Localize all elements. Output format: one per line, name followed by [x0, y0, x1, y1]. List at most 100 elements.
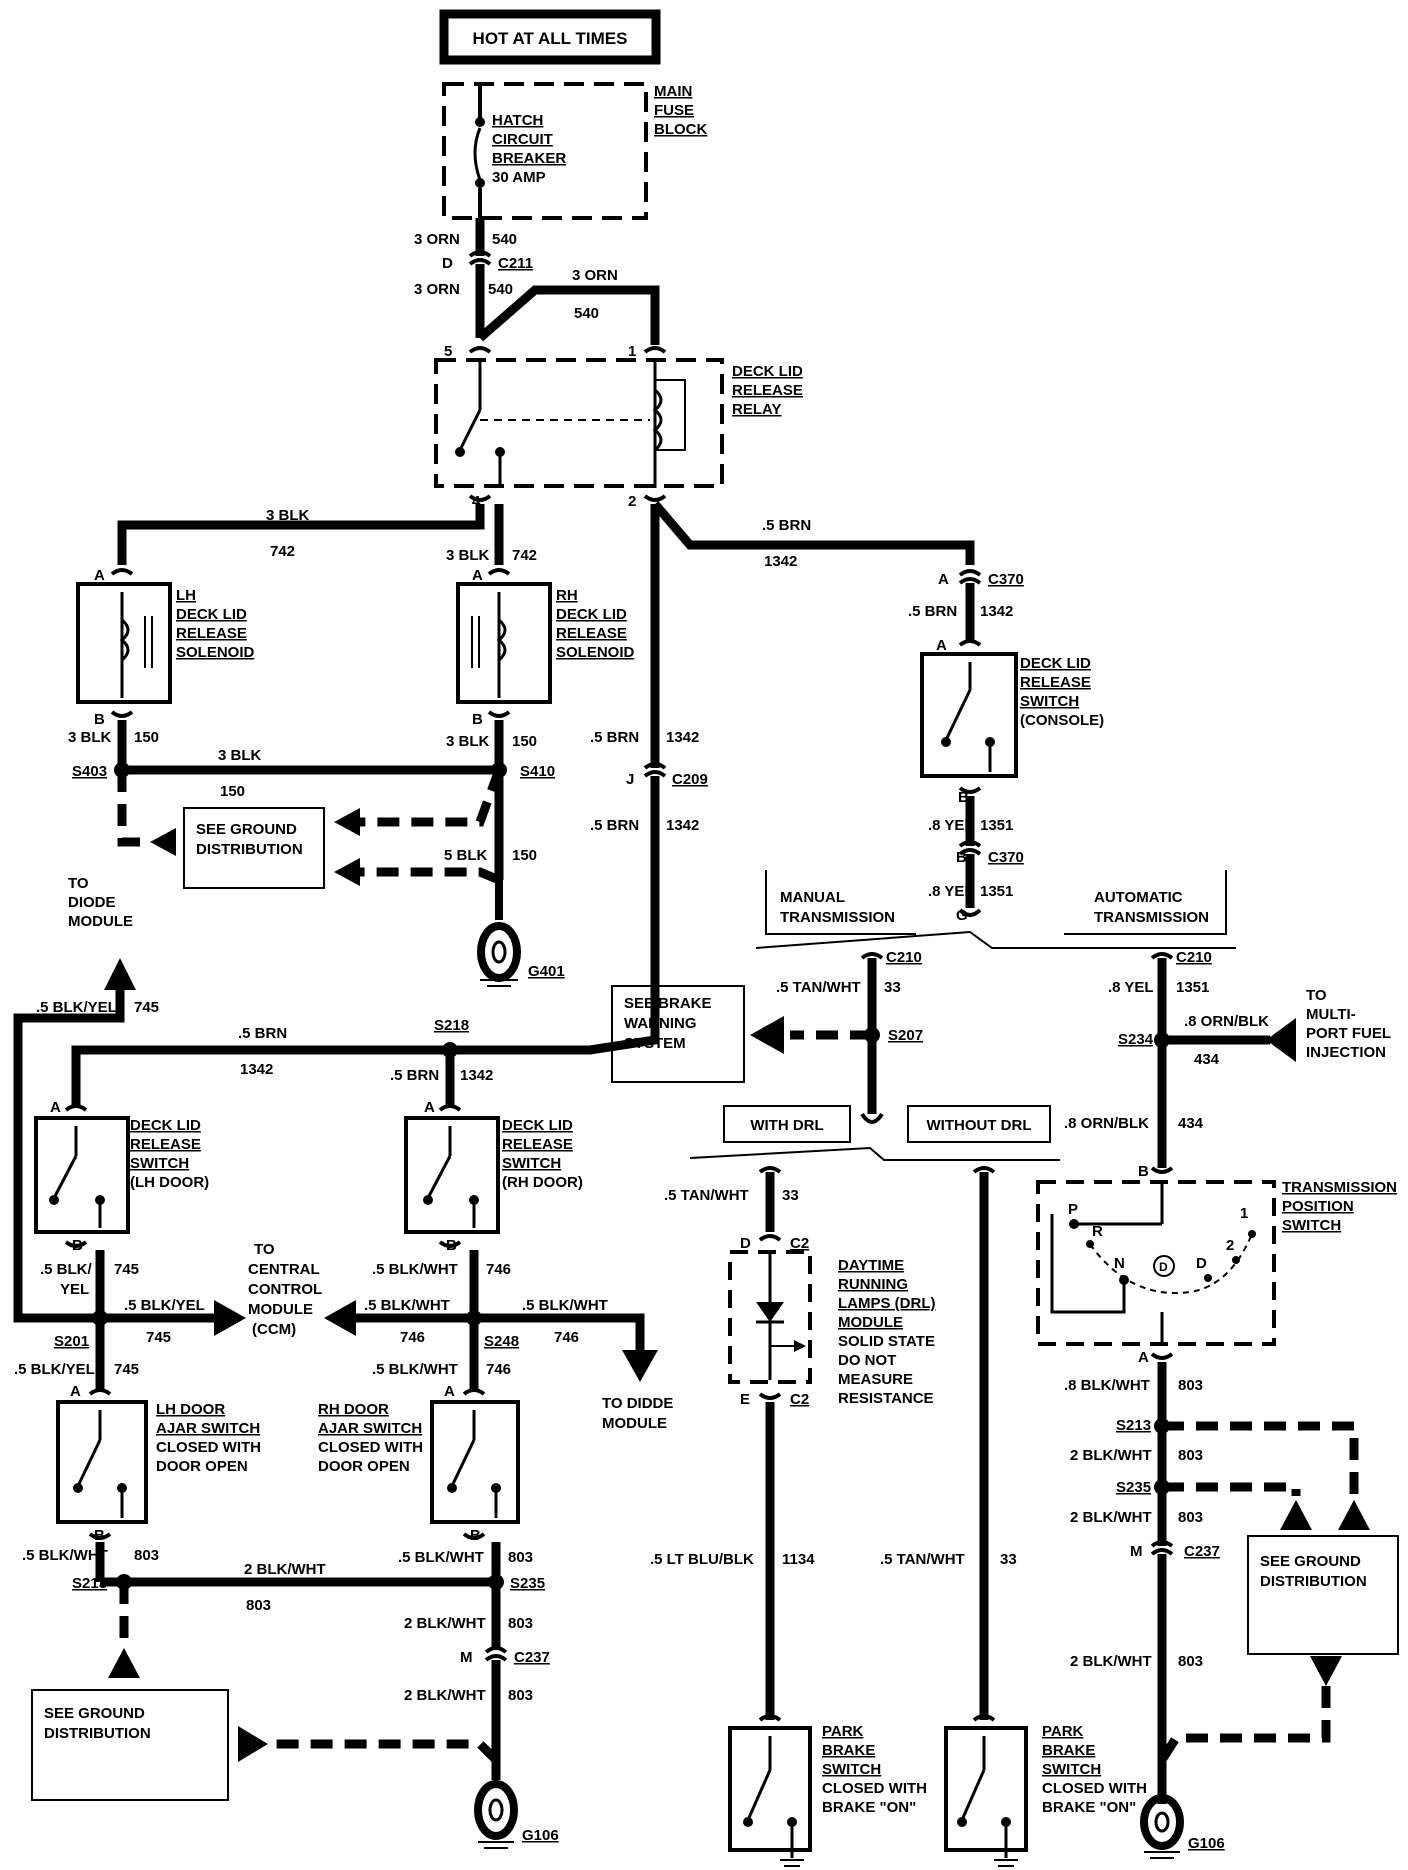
brake-warning-box: SEE BRAKE WARNING SYSTEM [611, 985, 745, 1083]
auto-trans-label: AUTOMATIC [1094, 889, 1183, 906]
drl-options: WITH DRL WITHOUT DRL [689, 1105, 1060, 1161]
rh-solenoid-label: DECK LID [556, 606, 627, 623]
ground-label: G401 [528, 963, 565, 980]
rh-ajar-label: RH DOOR [318, 1401, 389, 1418]
diode-module-label: TO DIDDE [602, 1395, 673, 1412]
rh-door-switch-label: (RH DOOR) [502, 1174, 583, 1191]
fuse-block-label-3: BLOCK [654, 121, 707, 138]
wire-label: .8 YEL [928, 883, 974, 900]
position-2: 2 [1226, 1237, 1234, 1254]
lh-door-switch-label: SWITCH [130, 1155, 189, 1172]
connector-pin: J [626, 771, 634, 788]
wire-33-without-drl: .5 TAN/WHT 33 [880, 1166, 1017, 1720]
wire-label: .5 BLK/WHT [372, 1361, 458, 1378]
pin-label: B [94, 1527, 105, 1544]
wire-number: 1342 [666, 817, 699, 834]
wire-label: .5 BRN [590, 729, 639, 746]
mpfi-label: PORT FUEL [1306, 1025, 1391, 1042]
wire-number: 33 [884, 979, 901, 996]
diode-module-label: MODULE [68, 913, 133, 930]
ground-dist-label: SEE GROUND [196, 821, 297, 838]
manual-trans-label: TRANSMISSION [780, 909, 895, 926]
wire-label: 5 BLK [444, 847, 488, 864]
wire-number: 150 [512, 847, 537, 864]
connector-c2: C2 [790, 1391, 809, 1408]
splice-s207: S207 [888, 1027, 923, 1044]
wire-number: 803 [246, 1597, 271, 1614]
trans-switch-label: SWITCH [1282, 1217, 1341, 1234]
connector-c237: C237 [1184, 1543, 1220, 1560]
brake-warning-label: WARNING [624, 1015, 697, 1032]
connector-pin: M [460, 1649, 473, 1666]
wire-number: 540 [492, 231, 517, 248]
park-brake-label: SWITCH [822, 1761, 881, 1778]
wire-label: .5 BLK/YEL [124, 1297, 205, 1314]
lh-ajar-label: DOOR OPEN [156, 1458, 248, 1475]
console-switch-label: (CONSOLE) [1020, 712, 1104, 729]
wire-label: .5 BRN [908, 603, 957, 620]
ground-label: G106 [522, 1827, 559, 1844]
diode-module-label: TO [68, 875, 89, 892]
wire-745-746: .5 BLK/ YEL 745 .5 BLK/WHT 746 .5 BLK/YE… [14, 1261, 658, 1382]
wire-number: 803 [1178, 1377, 1203, 1394]
wire-1342-doors: .5 BRN 1342 S218 .5 BRN 1342 [71, 1017, 493, 1108]
wire-label: .5 BRN [762, 517, 811, 534]
wire-number: 803 [1178, 1447, 1203, 1464]
wire-label: .5 BLK/WHT [522, 1297, 608, 1314]
main-fuse-block: MAIN FUSE BLOCK HATCH CIRCUIT BREAKER 30… [442, 82, 707, 220]
lh-door-ajar-switch: A B LH DOOR AJAR SWITCH CLOSED WITH DOOR… [56, 1383, 261, 1582]
rh-solenoid-label: RH [556, 587, 578, 604]
wire-label: 2 BLK/WHT [404, 1687, 486, 1704]
hot-at-all-times-box: HOT AT ALL TIMES [439, 9, 661, 65]
park-brake-switch-1: PARK BRAKE SWITCH CLOSED WITH BRAKE "ON" [728, 1714, 927, 1867]
console-switch-label: RELEASE [1020, 674, 1091, 691]
wire-label: 2 BLK/WHT [1070, 1509, 1152, 1526]
lh-ajar-label: CLOSED WITH [156, 1439, 261, 1456]
transmission-position-switch: P R N D D 2 1 B A TRANSMISSION POSITION … [1036, 1163, 1397, 1366]
lh-door-switch-label: (LH DOOR) [130, 1174, 209, 1191]
wire-number: 33 [782, 1187, 799, 1204]
relay-label: DECK LID [732, 363, 803, 380]
wire-label: 2 BLK/WHT [404, 1615, 486, 1632]
lh-ajar-label: AJAR SWITCH [156, 1420, 260, 1437]
rh-ajar-label: AJAR SWITCH [318, 1420, 422, 1437]
brake-warning-label: SYSTEM [624, 1035, 686, 1052]
wire-number: 1342 [980, 603, 1013, 620]
lh-solenoid-label: SOLENOID [176, 644, 255, 661]
fuse-block-label-1: MAIN [654, 83, 692, 100]
position-n: N [1114, 1255, 1125, 1272]
diode-module-label: MODULE [602, 1415, 667, 1432]
connector-c370: C370 [988, 571, 1024, 588]
splice-s201: S201 [54, 1333, 89, 1350]
wire-label: .5 TAN/WHT [664, 1187, 749, 1204]
wire-803-right: .8 BLK/WHT 803 S213 2 BLK/WHT 803 S235 2… [1064, 1352, 1370, 1804]
ground-dist-label: SEE GROUND [1260, 1553, 1361, 1570]
wire-1351-434: C210 .8 YEL 1351 S234 .8 ORN/BLK 434 .8 … [1064, 949, 1391, 1174]
drl-label: RESISTANCE [838, 1390, 934, 1407]
pin-label: B [958, 789, 969, 806]
rh-door-switch-label: DECK LID [502, 1117, 573, 1134]
wire-540: 3 ORN 540 D C211 3 ORN 540 3 ORN 540 [414, 218, 660, 345]
connector-c2: C2 [790, 1235, 809, 1252]
wire-number: 540 [488, 281, 513, 298]
wire-label: .8 BLK/WHT [1064, 1377, 1150, 1394]
wire-label: 3 BLK [68, 729, 112, 746]
fuse-block-label-2: FUSE [654, 102, 694, 119]
wire-label: .5 TAN/WHT [880, 1551, 965, 1568]
wire-label: 2 BLK/WHT [244, 1561, 326, 1578]
connector-c237: C237 [514, 1649, 550, 1666]
wire-label: 3 ORN [414, 281, 460, 298]
splice-s235: S235 [1116, 1479, 1151, 1496]
wire-number: 745 [114, 1361, 139, 1378]
wire-number: 1342 [764, 553, 797, 570]
wire-label: 3 BLK [446, 547, 490, 564]
rh-door-switch-label: RELEASE [502, 1136, 573, 1153]
position-r: R [1092, 1223, 1103, 1240]
drl-module: .5 TAN/WHT 33 D C2 E C2 DAYTIME RUNNING … [650, 1166, 936, 1720]
rh-solenoid-label: RELEASE [556, 625, 627, 642]
deck-lid-release-switch-lh-door: A B DECK LID RELEASE SWITCH (LH DOOR) [34, 1099, 209, 1390]
wire-number: 1342 [240, 1061, 273, 1078]
trans-switch-label: TRANSMISSION [1282, 1179, 1397, 1196]
wire-number: 803 [508, 1549, 533, 1566]
